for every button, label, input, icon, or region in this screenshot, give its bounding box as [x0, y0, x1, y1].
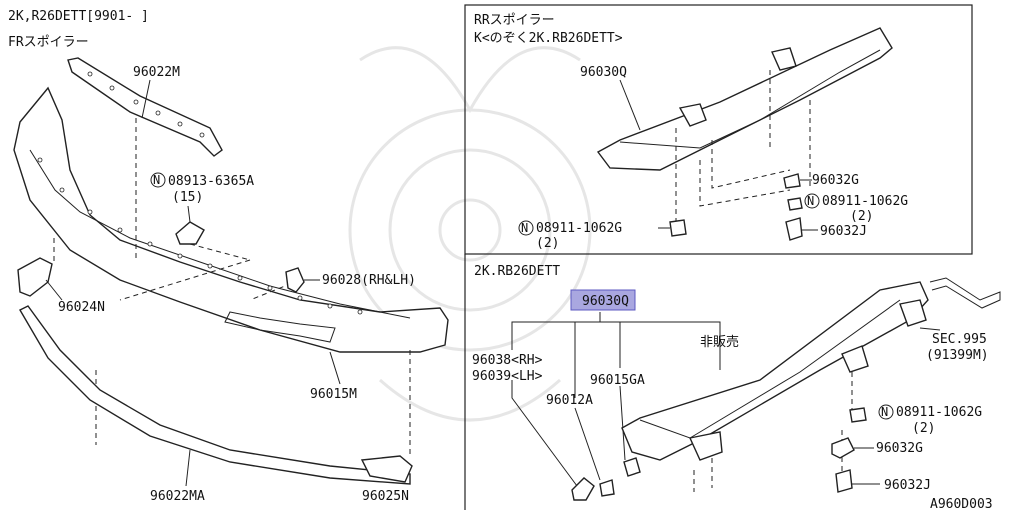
front-section-title: FRスポイラー — [8, 35, 89, 50]
label-96022m: 96022M — [133, 65, 180, 80]
label-rb-96032j: 96032J — [884, 478, 931, 493]
label-rb-sec-ref: (91399M) — [926, 348, 989, 363]
part-sec-995-rod — [929, 277, 1001, 309]
part-rt-left-nut — [669, 219, 687, 237]
spoiler-holes — [37, 157, 363, 315]
part-96025n-bracket — [360, 455, 413, 483]
part-rb-96032j — [835, 469, 853, 493]
label-rt-08911-left-qty: (2) — [536, 236, 559, 251]
part-rt-96032g — [783, 173, 801, 189]
label-08913-qty: (15) — [172, 190, 203, 205]
part-96024n-bracket — [17, 257, 53, 297]
part-96015ga-bracket — [623, 457, 641, 477]
label-rt-96032j: 96032J — [820, 224, 867, 239]
label-rt-96030q: 96030Q — [580, 65, 627, 80]
nut-symbol-icon: N — [150, 172, 166, 188]
label-rb-96012a: 96012A — [546, 393, 593, 408]
svg-text:N: N — [153, 173, 160, 187]
part-rb-nut — [849, 407, 867, 423]
part-96030q-rear-wing-top — [596, 27, 893, 171]
label-rt-08911-right-qty: (2) — [850, 209, 873, 224]
rear-bottom-title: 2K.RB26DETT — [474, 264, 560, 279]
part-96030q-rear-wing-bottom — [621, 281, 929, 461]
label-96028: 96028(RH&LH) — [322, 273, 416, 288]
svg-text:N: N — [807, 194, 814, 208]
part-96015m-front-spoiler — [13, 86, 449, 353]
label-rb-96039: 96039<LH> — [472, 369, 543, 384]
label-rb-sec: SEC.995 — [932, 332, 987, 347]
part-96022ma-strip — [19, 305, 411, 485]
label-rb-08911-qty: (2) — [912, 421, 935, 436]
highlight-96030q — [570, 289, 636, 311]
part-96012a-clip — [599, 479, 615, 497]
strip-holes — [87, 71, 205, 138]
part-96038-endcap — [571, 477, 595, 501]
rear-bottom-leaders — [511, 312, 721, 491]
nut-symbol-icon: N — [518, 220, 534, 236]
part-rb-96032g — [831, 437, 855, 459]
nut-symbol-icon: N — [804, 193, 820, 209]
nut-symbol-icon: N — [878, 404, 894, 420]
rear-top-title: RRスポイラー — [474, 13, 555, 28]
part-rt-96032j — [785, 217, 803, 241]
model-line: 2K,R26DETT[9901- ] — [8, 9, 149, 24]
part-96022m-strip — [67, 57, 223, 157]
svg-text:N: N — [881, 405, 888, 419]
label-96024n: 96024N — [58, 300, 105, 315]
label-rb-96030q: 96030Q — [582, 294, 629, 309]
front-dashed-guides — [53, 118, 411, 455]
label-rb-96038: 96038<RH> — [472, 353, 543, 368]
watermark-emblem — [348, 46, 592, 422]
label-96015m: 96015M — [310, 387, 357, 402]
rear-top-subtitle: K<のぞく2K.RB26DETT> — [474, 31, 623, 46]
label-08913-6365a: 08913-6365A — [168, 174, 254, 189]
part-08913-clip — [175, 221, 205, 245]
label-rt-08911-right: 08911-1062G — [822, 194, 908, 209]
label-rb-96015ga: 96015GA — [590, 373, 645, 388]
label-rb-96032g: 96032G — [876, 441, 923, 456]
label-rb-08911: 08911-1062G — [896, 405, 982, 420]
label-rb-not-sold: 非販売 — [700, 334, 739, 350]
label-rt-96032g: 96032G — [812, 173, 859, 188]
diagram-code: A960D003 — [930, 497, 993, 510]
label-rt-08911-left: 08911-1062G — [536, 221, 622, 236]
label-96025n: 96025N — [362, 489, 409, 504]
part-rt-nut — [787, 197, 803, 211]
part-96028-bracket — [285, 267, 305, 293]
label-96022ma: 96022MA — [150, 489, 205, 504]
rear-top-dashed-guides — [675, 70, 811, 226]
rear-spoiler-panel-frame — [464, 4, 973, 255]
svg-text:N: N — [521, 221, 528, 235]
